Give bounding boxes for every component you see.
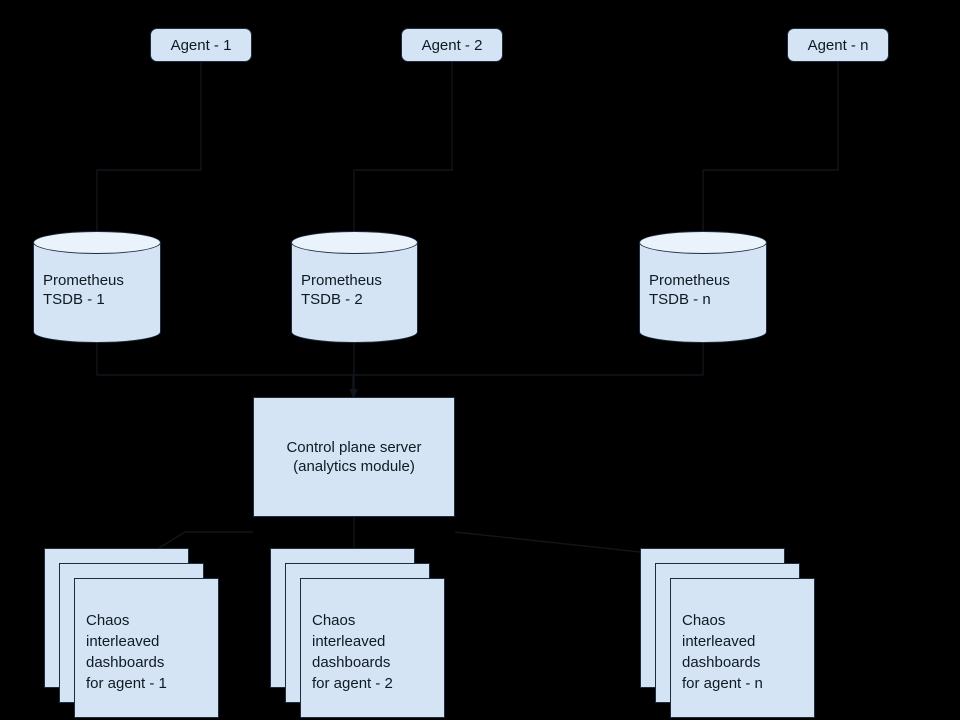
cylinder-top-ellipse — [639, 231, 767, 254]
agent-box-2[interactable]: Agent - 2 — [401, 28, 503, 62]
agent-box-1[interactable]: Agent - 1 — [150, 28, 252, 62]
database-cylinder-1[interactable]: Prometheus TSDB - 1 — [33, 231, 161, 343]
agent-label: Agent - 2 — [421, 36, 483, 54]
database-label: Prometheus TSDB - 2 — [301, 272, 382, 308]
dashboard-stack-label: Chaos interleaved dashboards for agent -… — [682, 612, 763, 692]
database-label: Prometheus TSDB - n — [649, 272, 730, 308]
control-plane-label: Control plane server (analytics module) — [286, 439, 422, 475]
cylinder-body — [291, 242, 418, 343]
dashboard-stack-label: Chaos interleaved dashboards for agent -… — [86, 612, 167, 692]
database-cylinder-2[interactable]: Prometheus TSDB - 2 — [291, 231, 418, 343]
dashboard-card-front — [300, 578, 445, 718]
control-plane-server-node[interactable]: Control plane server (analytics module) — [253, 397, 455, 517]
cylinder-top-ellipse — [291, 231, 418, 254]
agent-label: Agent - n — [807, 36, 869, 54]
dashboard-stack-2[interactable]: Chaos interleaved dashboards for agent -… — [270, 548, 445, 718]
dashboard-stack-1[interactable]: Chaos interleaved dashboards for agent -… — [44, 548, 219, 718]
dashboard-card-front — [670, 578, 815, 718]
dashboard-stack-n[interactable]: Chaos interleaved dashboards for agent -… — [640, 548, 815, 718]
cylinder-body — [639, 242, 767, 343]
database-cylinder-n[interactable]: Prometheus TSDB - n — [639, 231, 767, 343]
cylinder-top-ellipse — [33, 231, 161, 254]
dashboard-stack-label: Chaos interleaved dashboards for agent -… — [312, 612, 393, 692]
agent-2-to-tsdb-2 — [353, 62, 453, 231]
tsdb-n-to-control-plane — [350, 343, 704, 398]
database-label: Prometheus TSDB - 1 — [43, 272, 124, 308]
agent-1-to-tsdb-1 — [96, 62, 202, 231]
agent-n-to-tsdb-n — [702, 62, 839, 231]
tsdb-1-to-control-plane — [96, 343, 357, 398]
dashboard-card-front — [74, 578, 219, 718]
agent-label: Agent - 1 — [170, 36, 232, 54]
agent-box-n[interactable]: Agent - n — [787, 28, 889, 62]
cylinder-body — [33, 242, 161, 343]
